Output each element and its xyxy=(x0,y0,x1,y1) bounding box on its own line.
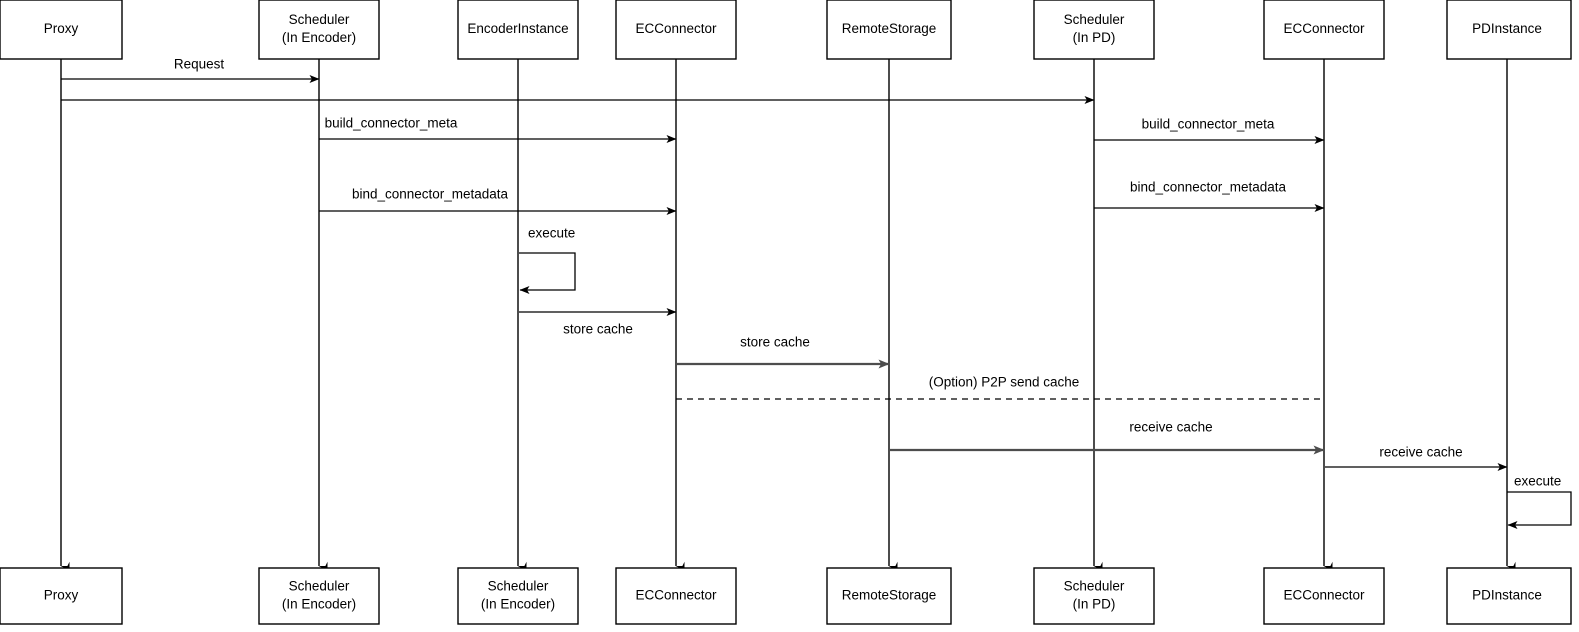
participant-top-ec_conn_left[interactable]: ECConnector xyxy=(615,0,737,60)
participant-top-label: PDInstance xyxy=(1472,21,1542,36)
self-messages-layer: execute execute xyxy=(519,226,1572,529)
message-m1[interactable]: Request xyxy=(61,57,320,83)
participant-bottom-ec_conn_left_b[interactable]: ECConnector xyxy=(615,567,737,625)
message-m5[interactable]: bind_connector_metadata xyxy=(319,187,677,215)
participant-bottom-sched_encoder_b[interactable]: Scheduler (In Encoder) xyxy=(258,567,380,625)
participant-bottom-label: ECConnector xyxy=(1283,588,1365,603)
participant-bottom-label: RemoteStorage xyxy=(842,588,937,603)
message-m4[interactable]: build_connector_meta xyxy=(1094,117,1325,144)
participant-bottom-rect xyxy=(457,567,579,625)
participant-bottom-rect xyxy=(1033,567,1155,625)
participant-top-label-line1: Scheduler xyxy=(289,12,350,27)
message-m6[interactable]: bind_connector_metadata xyxy=(1094,180,1325,212)
bottom-participant-boxes: Proxy Scheduler (In Encoder) Scheduler (In E… xyxy=(0,567,1572,625)
self-message-label: execute xyxy=(528,226,575,241)
self-message-s2[interactable]: execute xyxy=(1507,474,1572,529)
participant-top-rect xyxy=(1033,0,1155,60)
participant-bottom-label-line2: (In PD) xyxy=(1073,597,1116,612)
participant-top-remote_storage[interactable]: RemoteStorage xyxy=(826,0,952,60)
participant-top-rect xyxy=(615,0,737,60)
self-message-label: execute xyxy=(1514,474,1561,489)
message-label: receive cache xyxy=(1129,420,1212,435)
participant-top-rect xyxy=(826,0,952,60)
message-label: build_connector_meta xyxy=(1142,117,1275,132)
participant-top-label: EncoderInstance xyxy=(467,21,568,36)
messages-layer: Request build_connector_meta build_connect… xyxy=(61,57,1508,471)
self-message-arrow xyxy=(1507,491,1572,529)
participant-top-rect xyxy=(258,0,380,60)
self-message-s1[interactable]: execute xyxy=(519,226,576,294)
participant-bottom-label: Proxy xyxy=(44,588,79,603)
participant-bottom-remote_storage_b[interactable]: RemoteStorage xyxy=(826,567,952,625)
participant-bottom-label-line2: (In Encoder) xyxy=(481,597,555,612)
participant-top-rect xyxy=(1446,0,1572,60)
participant-top-label-line2: (In PD) xyxy=(1073,30,1116,45)
lifelines-layer xyxy=(60,59,1516,571)
message-label: (Option) P2P send cache xyxy=(929,375,1080,390)
top-participant-boxes: Proxy Scheduler (In Encoder) EncoderInstanc… xyxy=(0,0,1572,60)
message-label: store cache xyxy=(740,335,810,350)
participant-top-encoder_inst[interactable]: EncoderInstance xyxy=(457,0,579,60)
participant-top-pd_instance[interactable]: PDInstance xyxy=(1446,0,1572,60)
participant-bottom-label-line1: Scheduler xyxy=(488,579,549,594)
participant-bottom-pd_instance_b[interactable]: PDInstance xyxy=(1446,567,1572,625)
participant-bottom-proxy_b[interactable]: Proxy xyxy=(0,567,123,625)
participant-top-label-line2: (In Encoder) xyxy=(282,30,356,45)
message-label: receive cache xyxy=(1379,445,1462,460)
participant-bottom-label-line2: (In Encoder) xyxy=(282,597,356,612)
participant-top-proxy[interactable]: Proxy xyxy=(0,0,123,60)
participant-top-rect xyxy=(457,0,579,60)
message-label: bind_connector_metadata xyxy=(1130,180,1287,195)
participant-bottom-rect xyxy=(615,567,737,625)
participant-bottom-label-line1: Scheduler xyxy=(1064,579,1125,594)
message-m9[interactable]: (Option) P2P send cache xyxy=(676,375,1324,400)
participant-top-ec_conn_right[interactable]: ECConnector xyxy=(1263,0,1385,60)
participant-bottom-label-line1: Scheduler xyxy=(289,579,350,594)
message-label: Request xyxy=(174,57,225,72)
participant-top-label: ECConnector xyxy=(1283,21,1365,36)
message-m3[interactable]: build_connector_meta xyxy=(319,116,677,143)
message-label: store cache xyxy=(563,322,633,337)
message-m11[interactable]: receive cache xyxy=(1325,445,1508,471)
participant-top-label-line1: Scheduler xyxy=(1064,12,1125,27)
message-label: build_connector_meta xyxy=(325,116,458,131)
participant-bottom-label: ECConnector xyxy=(635,588,717,603)
participant-top-label: RemoteStorage xyxy=(842,21,937,36)
participant-top-rect xyxy=(1263,0,1385,60)
participant-bottom-sched_pd_b[interactable]: Scheduler (In PD) xyxy=(1033,567,1155,625)
message-label: bind_connector_metadata xyxy=(352,187,509,202)
participant-bottom-rect xyxy=(826,567,952,625)
participant-top-sched_pd[interactable]: Scheduler (In PD) xyxy=(1033,0,1155,60)
self-message-arrow xyxy=(519,252,576,294)
participant-bottom-sched_encoder_b2[interactable]: Scheduler (In Encoder) xyxy=(457,567,579,625)
participant-bottom-ec_conn_right_b[interactable]: ECConnector xyxy=(1263,567,1385,625)
participant-top-sched_encoder[interactable]: Scheduler (In Encoder) xyxy=(258,0,380,60)
participant-bottom-rect xyxy=(1263,567,1385,625)
participant-top-label: ECConnector xyxy=(635,21,717,36)
participant-top-rect xyxy=(0,0,123,60)
participant-bottom-rect xyxy=(0,567,123,625)
participant-bottom-rect xyxy=(258,567,380,625)
participant-bottom-rect xyxy=(1446,567,1572,625)
message-m8[interactable]: store cache xyxy=(677,335,890,369)
participant-top-label: Proxy xyxy=(44,21,79,36)
participant-bottom-label: PDInstance xyxy=(1472,588,1542,603)
message-m10[interactable]: receive cache xyxy=(889,420,1325,455)
message-m7[interactable]: store cache xyxy=(519,308,677,337)
